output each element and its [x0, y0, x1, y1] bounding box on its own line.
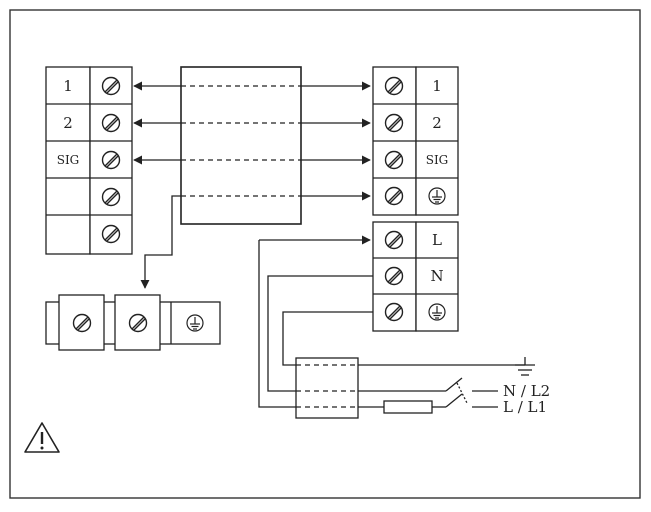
ground-terminal-block [45, 294, 221, 351]
screw-icon [128, 313, 148, 333]
power-terminal-label-l: L [432, 231, 442, 249]
left-terminal-block: 1 2 SIG [45, 66, 133, 255]
power-terminal-label-n: N [430, 267, 443, 285]
power-wires [258, 235, 525, 419]
screw-icon [384, 230, 404, 250]
warning-triangle-icon [24, 422, 60, 453]
right-terminal-label-1: 1 [432, 77, 442, 95]
screw-icon [384, 266, 404, 286]
right-signal-terminal-block: 1 2 SIG [372, 66, 459, 216]
right-terminal-label-2: 2 [432, 114, 442, 132]
screw-icon [384, 302, 404, 322]
right-terminal-label-sig: SIG [426, 153, 449, 167]
left-terminal-label-2: 2 [63, 114, 73, 132]
screw-icon [384, 186, 404, 206]
fuse [383, 400, 433, 414]
screw-icon [72, 313, 92, 333]
screw-icon [101, 113, 121, 133]
right-power-terminal-block: L N [372, 221, 459, 332]
screw-icon [101, 224, 121, 244]
screw-icon [101, 76, 121, 96]
cable-box [180, 66, 302, 225]
signal-wires [133, 81, 371, 289]
screw-icon [384, 113, 404, 133]
supply-label-live: L / L1 [503, 398, 547, 416]
screw-icon [384, 150, 404, 170]
earth-ground-icon [515, 357, 535, 376]
screw-icon [101, 150, 121, 170]
cable-gland [295, 357, 359, 419]
screw-icon [384, 76, 404, 96]
left-terminal-label-sig: SIG [57, 153, 80, 167]
supply-label-neutral: N / L2 [503, 382, 550, 400]
screw-icon [101, 187, 121, 207]
left-terminal-label-1: 1 [63, 77, 73, 95]
